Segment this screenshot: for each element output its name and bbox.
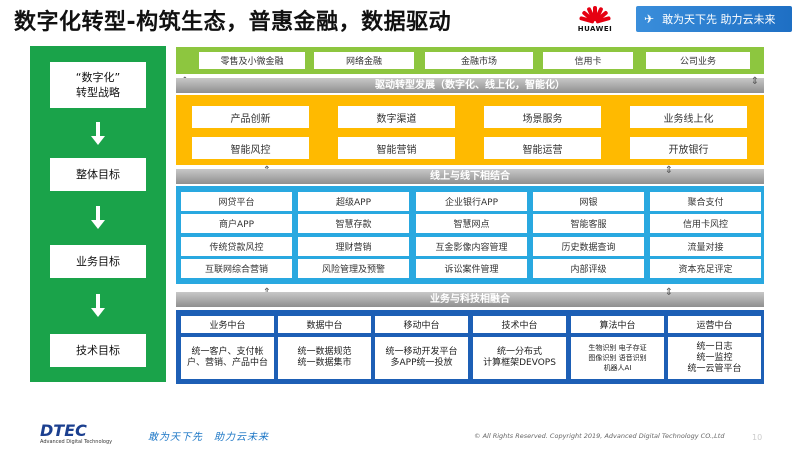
platform-body: 统一数据规范 统一数据集市: [278, 337, 371, 379]
online-offline-bar: 线上与线下相结合: [176, 169, 764, 184]
down-arrow-icon: [91, 294, 105, 317]
platform-body: 统一分布式 计算框架DEVOPS: [473, 337, 566, 379]
page-title: 数字化转型-构筑生态，普惠金融，数据驱动: [14, 10, 452, 35]
channel-cell: 理财营销: [298, 237, 409, 256]
platform-header: 业务中台: [181, 316, 274, 333]
channel-cell: 互联网综合营销: [181, 259, 292, 278]
business-goal-text: 业务目标: [76, 255, 120, 268]
channel-cell: 聚合支付: [650, 192, 761, 211]
platform-body: 统一客户、支付帐户、营销、产品中台: [181, 337, 274, 379]
channel-cell: 风险管理及预警: [298, 259, 409, 278]
channel-cell: 历史数据查询: [533, 237, 644, 256]
business-line-cell: 网络金融: [314, 52, 414, 69]
transformation-cell: 智能营销: [338, 137, 455, 159]
slogan-banner-text: 敢为天下先 助力云未来: [662, 13, 776, 26]
channel-cell: 商户APP: [181, 214, 292, 233]
strategy-column: “数字化” 转型战略 整体目标 业务目标 技术目标: [30, 46, 166, 382]
channel-cell: 超级APP: [298, 192, 409, 211]
business-goal-box: 业务目标: [50, 245, 146, 278]
double-arrow-icon: ⇕: [664, 165, 674, 176]
down-arrow-icon: [91, 206, 105, 229]
channel-cell: 内部评级: [533, 259, 644, 278]
footer-slogan: 敢为天下先 助力云未来: [148, 432, 269, 443]
channel-cell: 网银: [533, 192, 644, 211]
overall-goal-box: 整体目标: [50, 158, 146, 191]
platform-header: 数据中台: [278, 316, 371, 333]
dtec-logo-text: DTEC: [40, 421, 87, 440]
huawei-petals-icon: [579, 4, 611, 24]
double-arrow-icon: ⇕: [750, 76, 760, 87]
tech-goal-text: 技术目标: [76, 344, 120, 357]
strategy-box: “数字化” 转型战略: [50, 62, 146, 108]
overall-goal-text: 整体目标: [76, 168, 120, 181]
transformation-cell: 智能风控: [192, 137, 309, 159]
transformation-cell: 场景服务: [484, 106, 601, 128]
platform-header: 算法中台: [571, 316, 664, 333]
page-number: 10: [752, 433, 763, 442]
platform-body: 生物识别 电子存证 图像识别 语音识别 机器人AI: [571, 337, 664, 379]
business-line-cell: 零售及小微金融: [199, 52, 305, 69]
transformation-cell: 业务线上化: [630, 106, 747, 128]
transformation-cell: 开放银行: [630, 137, 747, 159]
huawei-logo: HUAWEI: [575, 4, 615, 36]
transformation-cell: 数字渠道: [338, 106, 455, 128]
channel-cell: 信用卡风控: [650, 214, 761, 233]
platform-header: 运营中台: [668, 316, 761, 333]
transformation-cell: 产品创新: [192, 106, 309, 128]
channel-cell: 诉讼案件管理: [416, 259, 527, 278]
channel-cell: 网贷平台: [181, 192, 292, 211]
platforms-band: [176, 310, 764, 384]
platform-body: 统一日志 统一监控 统一云管平台: [668, 337, 761, 379]
business-line-cell: 金融市场: [425, 52, 533, 69]
slogan-banner: ✈ 敢为天下先 助力云未来: [636, 6, 792, 32]
channel-cell: 智慧网点: [416, 214, 527, 233]
down-arrow-icon: [91, 122, 105, 145]
double-arrow-icon: ⇕: [664, 287, 674, 298]
channel-cell: 智能客服: [533, 214, 644, 233]
business-line-cell: 公司业务: [646, 52, 750, 69]
dtec-logo-subtext: Advanced Digital Technology: [40, 439, 113, 445]
business-tech-fusion-bar: 业务与科技相融合: [176, 292, 764, 307]
platform-header: 移动中台: [375, 316, 468, 333]
huawei-logo-text: HUAWEI: [577, 25, 613, 33]
platform-body: 统一移动开发平台 多APP统一投放: [375, 337, 468, 379]
channel-cell: 流量对接: [650, 237, 761, 256]
channel-cell: 智慧存款: [298, 214, 409, 233]
channel-cell: 传统贷款风控: [181, 237, 292, 256]
channel-cell: 企业银行APP: [416, 192, 527, 211]
channel-cell: 互金影像内容管理: [416, 237, 527, 256]
drive-transformation-bar: 驱动转型发展（数字化、线上化，智能化）: [176, 78, 764, 93]
business-line-cell: 信用卡: [543, 52, 633, 69]
strategy-box-text: “数字化” 转型战略: [75, 71, 121, 99]
platform-header: 技术中台: [473, 316, 566, 333]
paper-plane-icon: ✈: [644, 12, 655, 26]
dtec-logo: DTEC Advanced Digital Technology: [40, 421, 112, 445]
channel-cell: 资本充足评定: [650, 259, 761, 278]
copyright-text: © All Rights Reserved. Copyright 2019, A…: [474, 432, 725, 440]
tech-goal-box: 技术目标: [50, 334, 146, 367]
transformation-cell: 智能运营: [484, 137, 601, 159]
